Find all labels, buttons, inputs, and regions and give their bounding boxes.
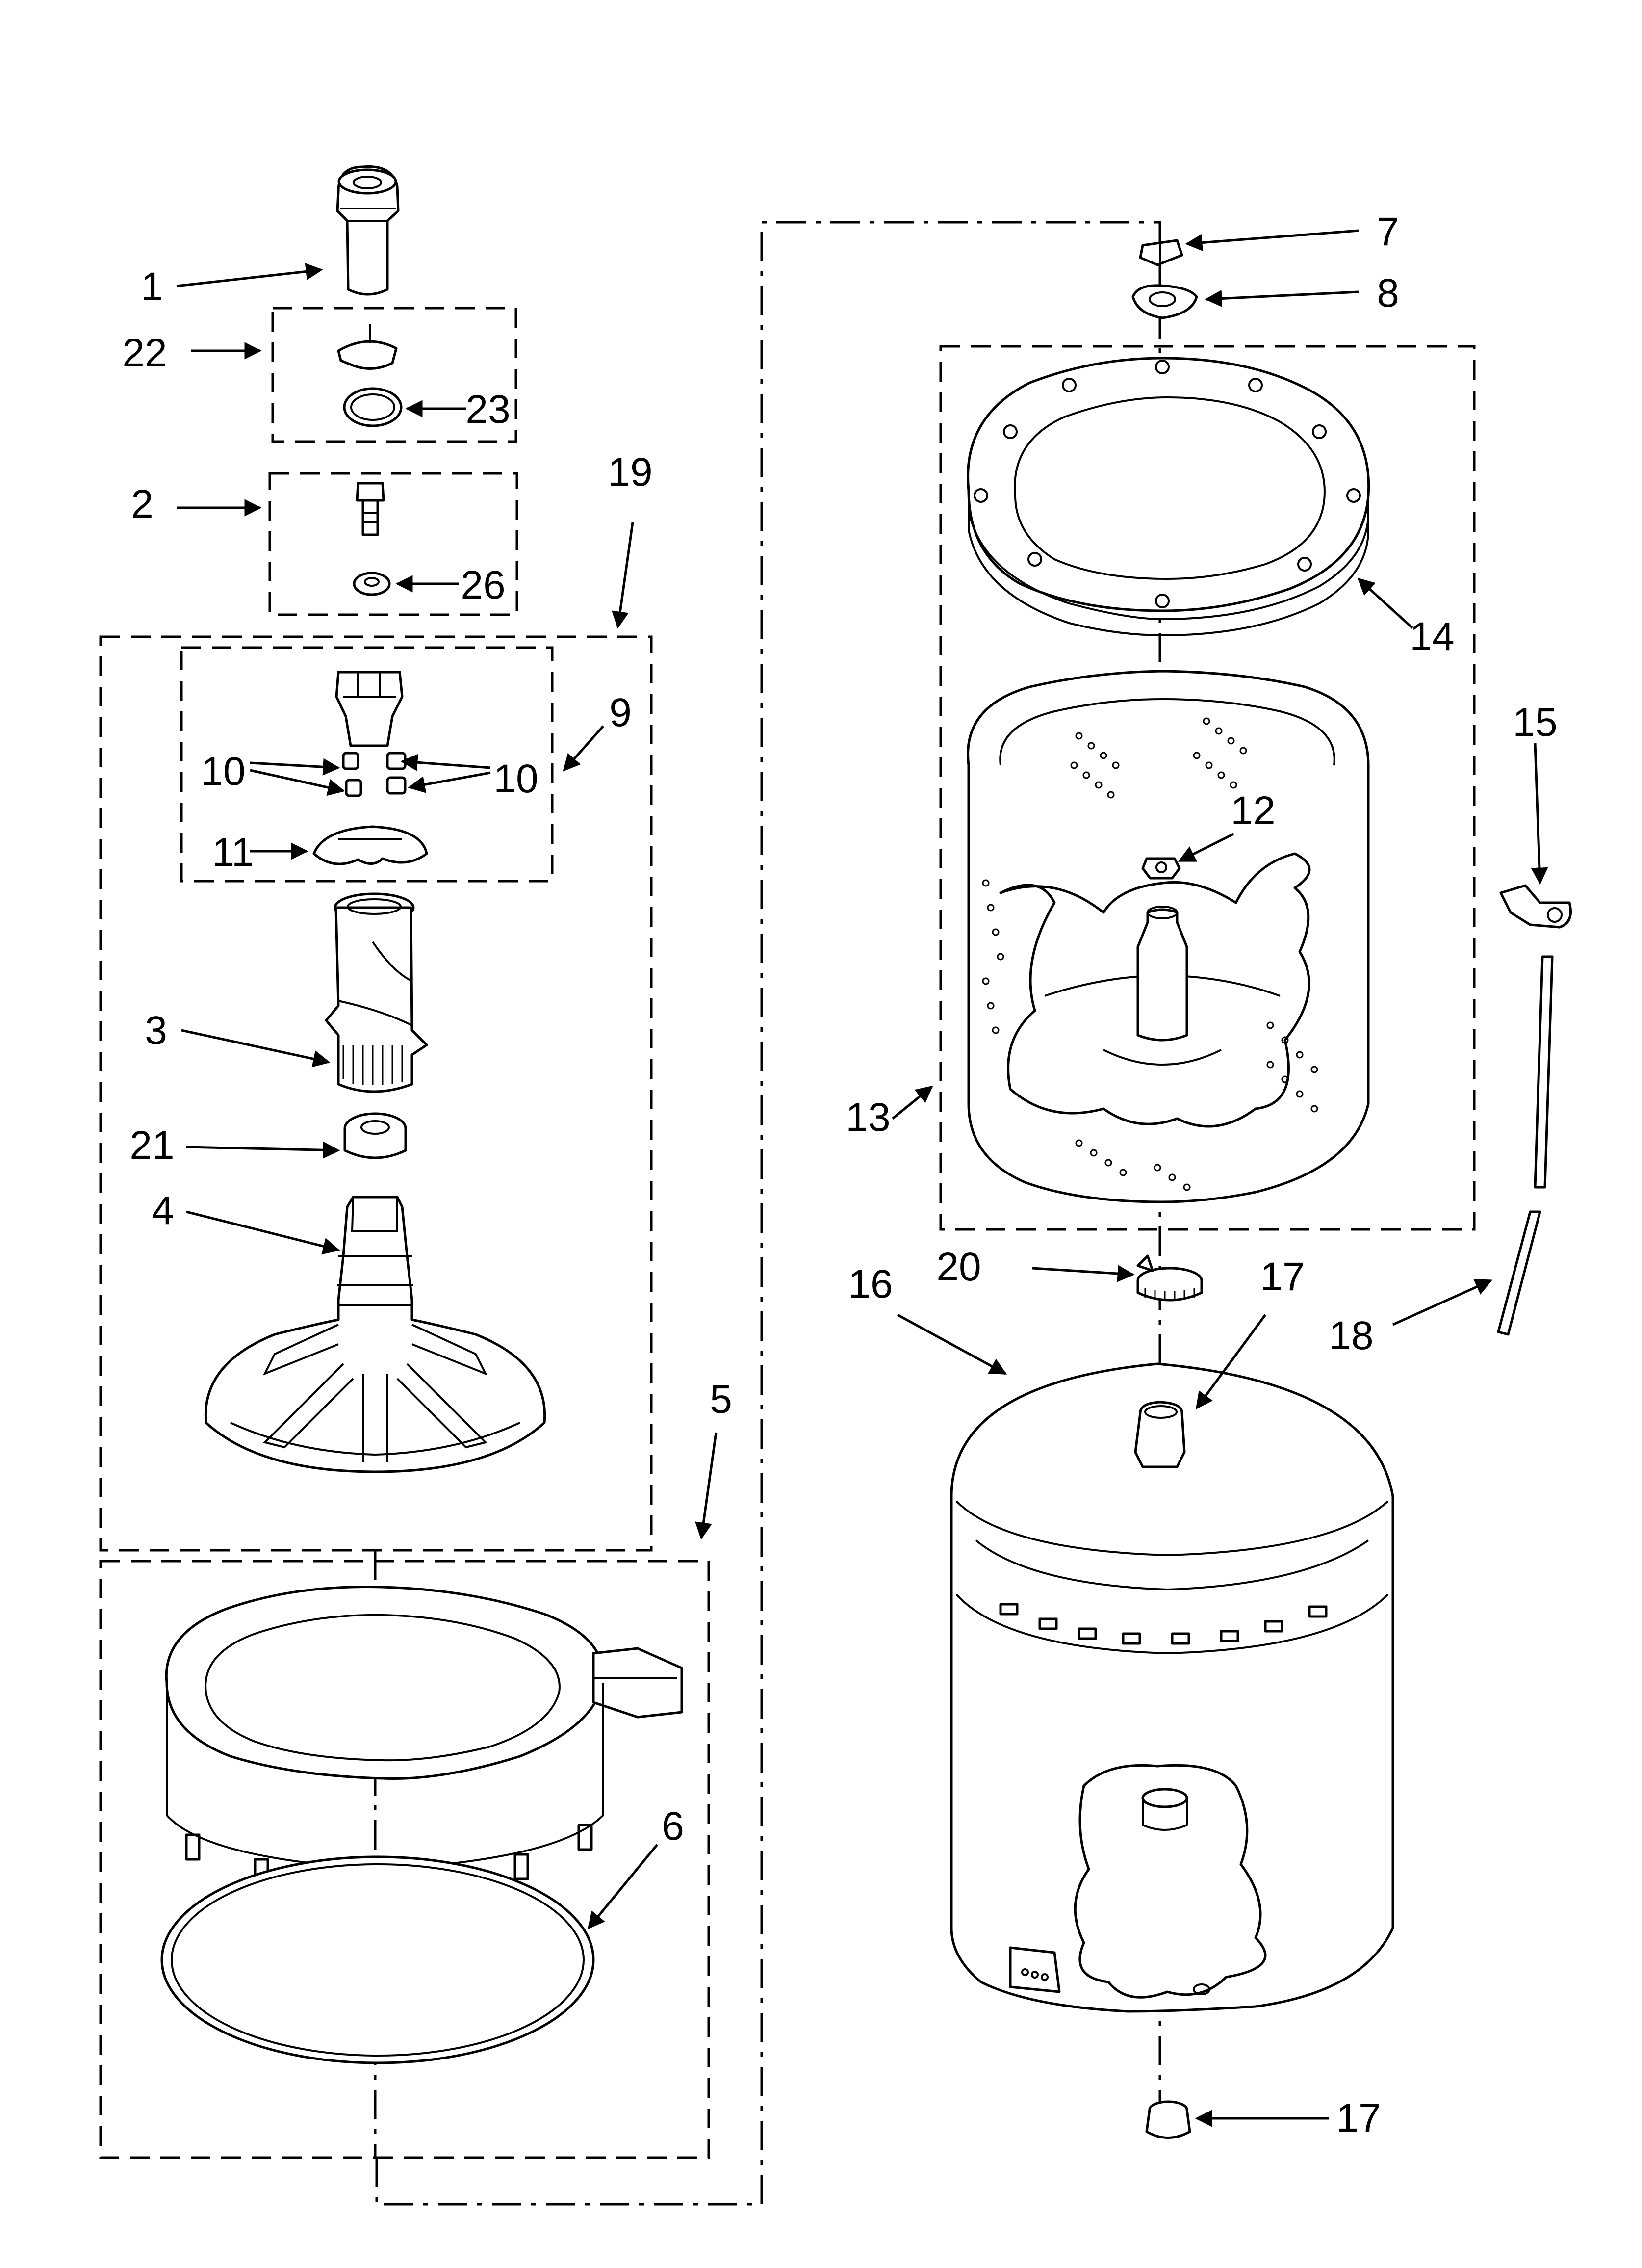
callout-labels: 1 22 23 2 26 19 9 10 10 11 3 21 4 5 6 7 … [122, 209, 1557, 2140]
part-8-hub [1131, 284, 1198, 319]
part-15-clip [1499, 884, 1572, 929]
callout-8: 8 [1377, 271, 1399, 315]
callout-11: 11 [212, 830, 254, 875]
callout-13: 13 [846, 1095, 890, 1140]
part-2-bolt [356, 482, 385, 536]
part-12-nut [1141, 857, 1181, 880]
part-19-hose [1497, 955, 1554, 1336]
callout-4: 4 [152, 1188, 174, 1233]
part-26-washer [353, 572, 391, 596]
callout-21: 20 [936, 1245, 981, 1289]
part-16-outer-tub [950, 1362, 1394, 2013]
callout-1: 1 [141, 264, 163, 309]
callout-leaders [176, 229, 1548, 2127]
part-11-dog-retainer [312, 825, 428, 865]
part-18-plug [1145, 2100, 1191, 2139]
group-box-5 [99, 1560, 710, 2159]
callout-6: 6 [662, 1804, 684, 1849]
part-9-cam-dog [335, 671, 404, 747]
part-21-clamp [1136, 1254, 1203, 1302]
callout-10-right: 10 [493, 756, 538, 801]
callout-7: 7 [1377, 209, 1399, 254]
callout-24: 23 [465, 387, 510, 432]
part-7-clip [1139, 239, 1183, 266]
group-box-13 [939, 345, 1476, 1231]
callout-10-left: 10 [201, 749, 245, 794]
callout-19: 18 [1329, 1313, 1373, 1358]
part-4-agitator [204, 1196, 546, 1473]
group-box-23 [271, 307, 517, 443]
callout-26: 26 [461, 563, 505, 607]
callout-18: 17 [1336, 2096, 1381, 2140]
group-box-9 [180, 646, 554, 883]
part-3-auger [325, 892, 428, 1093]
callout-16: 16 [848, 1262, 893, 1306]
part-14-balance-ring [967, 357, 1370, 637]
callout-23: 22 [122, 331, 167, 375]
part-24-o-ring [343, 387, 403, 427]
callout-2: 2 [131, 482, 154, 526]
assembly-connector-line [375, 221, 1161, 2206]
callout-3: 3 [145, 1008, 167, 1053]
part-17-bearing-housing [1134, 1401, 1186, 1468]
callout-22: 21 [129, 1123, 174, 1168]
group-box-2 [268, 472, 518, 616]
callout-15: 15 [1513, 700, 1557, 745]
part-10-dogs [342, 752, 407, 797]
callout-17: 17 [1260, 1254, 1305, 1299]
callout-14: 14 [1410, 614, 1454, 659]
part-5-tub-ring [165, 1586, 683, 1900]
callout-20: 19 [608, 450, 652, 495]
part-23-cam [337, 324, 398, 370]
part-22-bearing [343, 1112, 407, 1159]
part-13-basket [967, 670, 1370, 1203]
callout-9: 9 [609, 690, 632, 735]
callout-5: 5 [710, 1377, 732, 1422]
part-1-dispenser [336, 165, 400, 296]
callout-12: 12 [1231, 788, 1275, 833]
part-6-seal [160, 1855, 595, 2064]
